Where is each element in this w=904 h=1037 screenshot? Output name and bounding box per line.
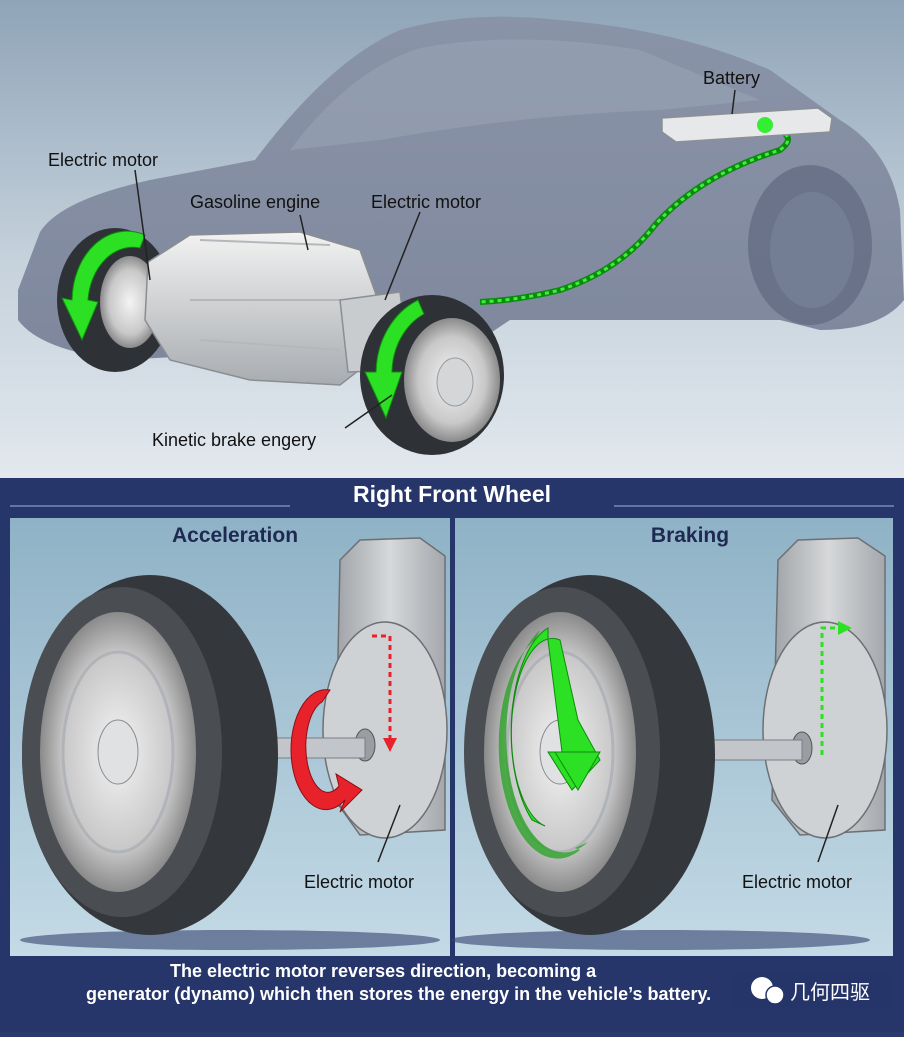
rear-motor-leader (134, 169, 151, 281)
acc-motor-leader (377, 804, 401, 863)
battery-leader (731, 89, 736, 115)
watermark-text: 几何四驱 (790, 981, 870, 1004)
acc-red-flow-arrowhead (383, 738, 397, 752)
title-tab (270, 478, 634, 510)
brk-motor-label: Electric motor (742, 872, 852, 892)
label-electric-motor-front: Electric motor (371, 192, 481, 212)
left-wheel-rim (100, 256, 160, 348)
braking-title: Braking (651, 524, 729, 547)
acc-motor-label: Electric motor (304, 872, 414, 892)
engine-details (190, 239, 350, 351)
label-electric-motor-rear: Electric motor (48, 150, 158, 170)
acc-motor-face (322, 621, 448, 839)
acc-red-flow-line (372, 634, 392, 740)
front-motor-leader (384, 211, 421, 301)
brk-shadow (450, 930, 870, 950)
energy-flow-dots (479, 126, 790, 304)
brk-motor-leader (817, 804, 839, 863)
brk-motor-face (762, 621, 888, 839)
acc-red-rotation-arrow (290, 689, 363, 813)
engine-leader (299, 214, 309, 251)
label-kinetic-brake: Kinetic brake engery (152, 430, 316, 450)
car-windows (290, 39, 760, 150)
brk-green-flow-arrowhead (838, 621, 852, 635)
front-wheel-hub (436, 357, 474, 407)
brk-green-flow-line (820, 626, 840, 755)
rear-wheel-ghost (770, 192, 854, 308)
label-battery: Battery (703, 68, 760, 88)
acc-shadow (20, 930, 440, 950)
caption-line-2: generator (dynamo) which then stores the… (86, 984, 711, 1004)
caption-line-1: The electric motor reverses direction, b… (170, 961, 597, 981)
acc-wheel-hub (97, 719, 139, 785)
watermark: 几何四驱 (732, 974, 892, 1008)
front-wheel-green-arrow (364, 299, 425, 420)
wechat-icon-bubble (765, 985, 785, 1005)
left-wheel-green-arrow (61, 230, 146, 342)
kinetic-leader (344, 394, 393, 429)
bottom-title: Right Front Wheel (353, 481, 551, 507)
battery-terminal-dot (757, 117, 773, 133)
brk-green-arrowhead (554, 751, 601, 791)
acc-wheel-rim-ring (61, 650, 175, 854)
battery-box (661, 107, 833, 143)
label-gasoline-engine: Gasoline engine (190, 192, 320, 212)
acceleration-title: Acceleration (172, 524, 298, 547)
